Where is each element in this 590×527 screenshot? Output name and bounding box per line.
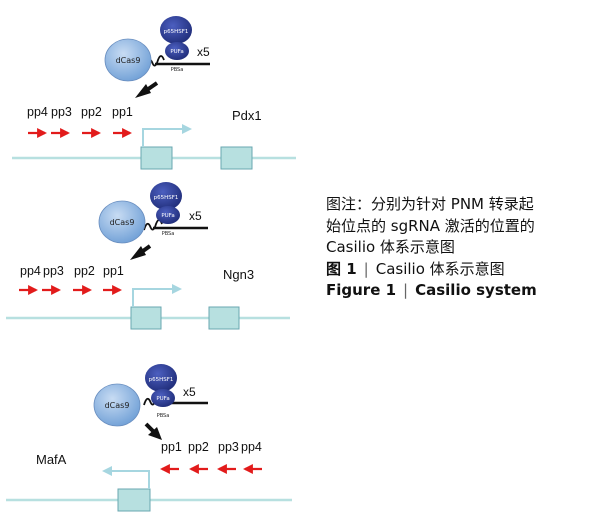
caption-en-text: Casilio system <box>415 281 537 299</box>
exon <box>220 146 253 170</box>
casilio-complex: dCas9 p65HSF1 PUFa PBSa x5 <box>98 182 208 244</box>
pufa-label: PUFa <box>156 396 169 402</box>
dcas9-shape <box>104 38 152 82</box>
exon <box>140 146 173 170</box>
caption-separator: | <box>403 281 409 299</box>
casilio-complex: dCas9 p65HSF1 PUFa PBSa x5 <box>104 16 210 82</box>
pufa-shape <box>165 42 189 60</box>
exon <box>117 488 151 512</box>
caption-note-line: Casilio 体系示意图 <box>326 238 455 256</box>
p65hsf1-label: p65HSF1 <box>149 377 174 383</box>
pp-label: pp3 <box>43 264 64 278</box>
binding-arrow-head <box>130 246 146 260</box>
caption-title-cn: 图 1 | Casilio 体系示意图 <box>326 259 584 281</box>
caption-title-en: Figure 1 | Casilio system <box>326 280 584 302</box>
repeat-label: x5 <box>189 209 202 223</box>
tss-arrow <box>142 124 192 147</box>
repeat-label: x5 <box>183 385 196 399</box>
caption-note-line: 始位点的 sgRNA 激活的位置的 <box>326 216 535 235</box>
gene-label-pdx1: Pdx1 <box>232 108 262 123</box>
pbs-label: PBSa <box>171 67 184 73</box>
gene-label-ngn3: Ngn3 <box>223 267 254 282</box>
caption-cn-text: Casilio 体系示意图 <box>375 259 505 278</box>
pp-label: pp4 <box>27 105 48 119</box>
p65hsf1-label: p65HSF1 <box>154 195 179 201</box>
p65hsf1-shape <box>145 364 177 392</box>
binding-arrow-head <box>135 84 151 98</box>
binding-arrow-head <box>148 427 162 440</box>
tss-arrow <box>102 466 150 489</box>
pufa-label: PUFa <box>170 49 183 55</box>
panel-ngn3: dCas9 p65HSF1 PUFa PBSa x5 pp4 pp3 pp2 p… <box>6 182 290 330</box>
gene-label-mafa: MafA <box>36 452 67 467</box>
pp-label: pp2 <box>81 105 102 119</box>
dcas9-shape <box>98 200 146 244</box>
pbs-label: PBSa <box>157 413 170 419</box>
pp-label: pp1 <box>161 440 182 454</box>
exon <box>130 306 162 330</box>
caption-en-prefix: Figure 1 <box>326 281 397 299</box>
dcas9-label: dCas9 <box>116 56 141 65</box>
pp-label: pp3 <box>218 440 239 454</box>
tss-arrow <box>132 284 182 307</box>
dcas9-label: dCas9 <box>110 218 135 227</box>
pbs-label: PBSa <box>162 231 175 237</box>
p65hsf1-shape <box>160 16 192 44</box>
pp-label: pp3 <box>51 105 72 119</box>
pufa-shape <box>151 389 175 407</box>
dcas9-label: dCas9 <box>105 401 130 410</box>
caption-cn-prefix: 图 1 <box>326 259 357 278</box>
repeat-label: x5 <box>197 45 210 59</box>
caption-separator: | <box>363 259 369 278</box>
panel-pdx1: dCas9 p65HSF1 PUFa PBSa x5 pp4 pp3 pp2 p… <box>12 16 296 170</box>
pp-label: pp4 <box>20 264 41 278</box>
pufa-shape <box>156 206 180 224</box>
figure-caption: 图注：分别为针对 PNM 转录起 始位点的 sgRNA 激活的位置的 Casil… <box>326 194 584 302</box>
panel-mafa: dCas9 p65HSF1 PUFa PBSa x5 pp1 pp2 pp3 p… <box>6 364 292 512</box>
pufa-label: PUFa <box>161 213 174 219</box>
pp-label: pp2 <box>74 264 95 278</box>
pp-label: pp1 <box>112 105 133 119</box>
pp-label: pp1 <box>103 264 124 278</box>
pp-label: pp2 <box>188 440 209 454</box>
casilio-complex: dCas9 p65HSF1 PUFa PBSa x5 <box>93 364 208 427</box>
caption-note-line: 图注：分别为针对 PNM 转录起 <box>326 195 534 213</box>
dcas9-shape <box>93 383 141 427</box>
p65hsf1-shape <box>150 182 182 210</box>
p65hsf1-label: p65HSF1 <box>164 29 189 35</box>
exon <box>208 306 240 330</box>
pp-label: pp4 <box>241 440 262 454</box>
